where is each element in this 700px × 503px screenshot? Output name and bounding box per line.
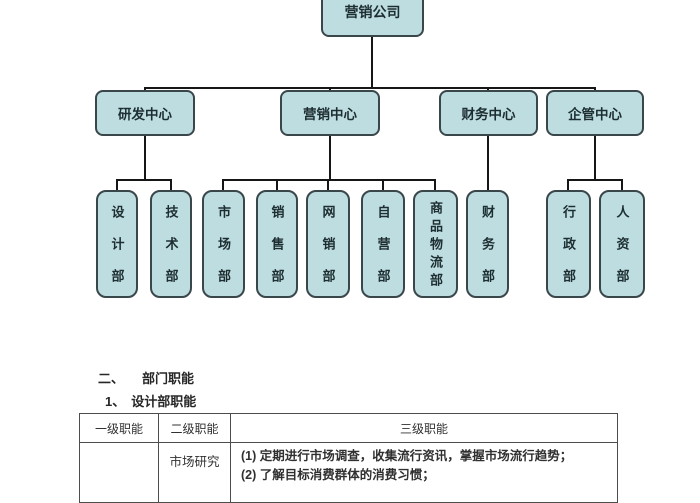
level3-line-1: (1) 定期进行市场调查，收集流行资讯，掌握市场流行趋势；	[241, 449, 573, 463]
org-box-rd-center-label: 研发中心	[118, 107, 172, 122]
cell-level1	[79, 442, 159, 503]
subsection-heading-text: 设计部职能	[131, 394, 197, 409]
header-level2-function: 二级职能	[158, 413, 231, 443]
org-box-sales-dept: 销售部	[256, 190, 298, 301]
cell-level3-details: (1) 定期进行市场调查，收集流行资讯，掌握市场流行趋势； (2) 了解目标消费…	[230, 442, 618, 503]
org-box-company: 营销公司	[321, 0, 424, 37]
org-box-admin-dept: 行政部	[546, 190, 591, 301]
org-box-market-dept-label: 市场部	[216, 205, 231, 301]
org-box-marketing-center: 营销中心	[280, 90, 380, 136]
org-box-management-center-label: 企管中心	[568, 107, 622, 122]
functions-table-header-row: 一级职能 二级职能 三级职能	[79, 413, 618, 443]
section-heading-department-functions: 二、 部门职能	[98, 368, 194, 387]
org-box-self-operation-dept-label: 自营部	[375, 205, 391, 301]
org-box-admin-dept-label: 行政部	[561, 205, 576, 301]
subsection-heading-number: 1、	[105, 394, 126, 409]
header-level3-function: 三级职能	[230, 413, 618, 443]
org-box-sales-dept-label: 销售部	[269, 205, 285, 301]
org-box-company-label: 营销公司	[344, 3, 401, 20]
org-box-market-dept: 市场部	[202, 190, 245, 301]
org-box-management-center: 企管中心	[546, 90, 644, 136]
functions-table: 一级职能 二级职能 三级职能 市场研究 (1) 定期进行市场调查，收集流行资讯，…	[79, 413, 618, 503]
org-box-online-sales-dept: 网销部	[306, 190, 350, 301]
org-box-online-sales-dept-label: 网销部	[320, 205, 336, 301]
org-box-self-operation-dept: 自营部	[361, 190, 405, 301]
org-box-finance-dept: 财务部	[466, 190, 509, 301]
org-box-technology-dept-label: 技术部	[163, 205, 179, 301]
section-heading-number: 二、	[98, 371, 125, 386]
section-heading-text: 部门职能	[142, 371, 195, 386]
header-level1-function: 一级职能	[79, 413, 159, 443]
org-box-hr-dept-label: 人资部	[614, 205, 630, 301]
org-box-finance-dept-label: 财务部	[480, 205, 495, 301]
org-box-logistics-dept: 商品物流部	[413, 190, 458, 298]
org-box-hr-dept: 人资部	[599, 190, 645, 301]
org-chart: 营销公司 研发中心 营销中心 财务中心 企管中心 设计部 技术部 市场部 销售部…	[95, 0, 645, 301]
cell-level2-market-research: 市场研究	[158, 442, 231, 503]
org-chart-connector-lines	[116, 36, 623, 192]
org-box-marketing-center-label: 营销中心	[303, 107, 357, 122]
org-box-rd-center: 研发中心	[95, 90, 195, 136]
org-box-technology-dept: 技术部	[150, 190, 192, 301]
level3-line-2: (2) 了解目标消费群体的消费习惯；	[241, 468, 435, 482]
org-box-design-dept: 设计部	[96, 190, 138, 301]
subsection-heading-design-dept-functions: 1、设计部职能	[105, 391, 196, 410]
org-box-design-dept-label: 设计部	[109, 205, 125, 301]
org-box-finance-center: 财务中心	[439, 90, 538, 136]
org-box-finance-center-label: 财务中心	[461, 107, 516, 122]
org-box-logistics-dept-label: 商品物流部	[428, 201, 443, 291]
table-row: 市场研究 (1) 定期进行市场调查，收集流行资讯，掌握市场流行趋势； (2) 了…	[79, 442, 618, 503]
